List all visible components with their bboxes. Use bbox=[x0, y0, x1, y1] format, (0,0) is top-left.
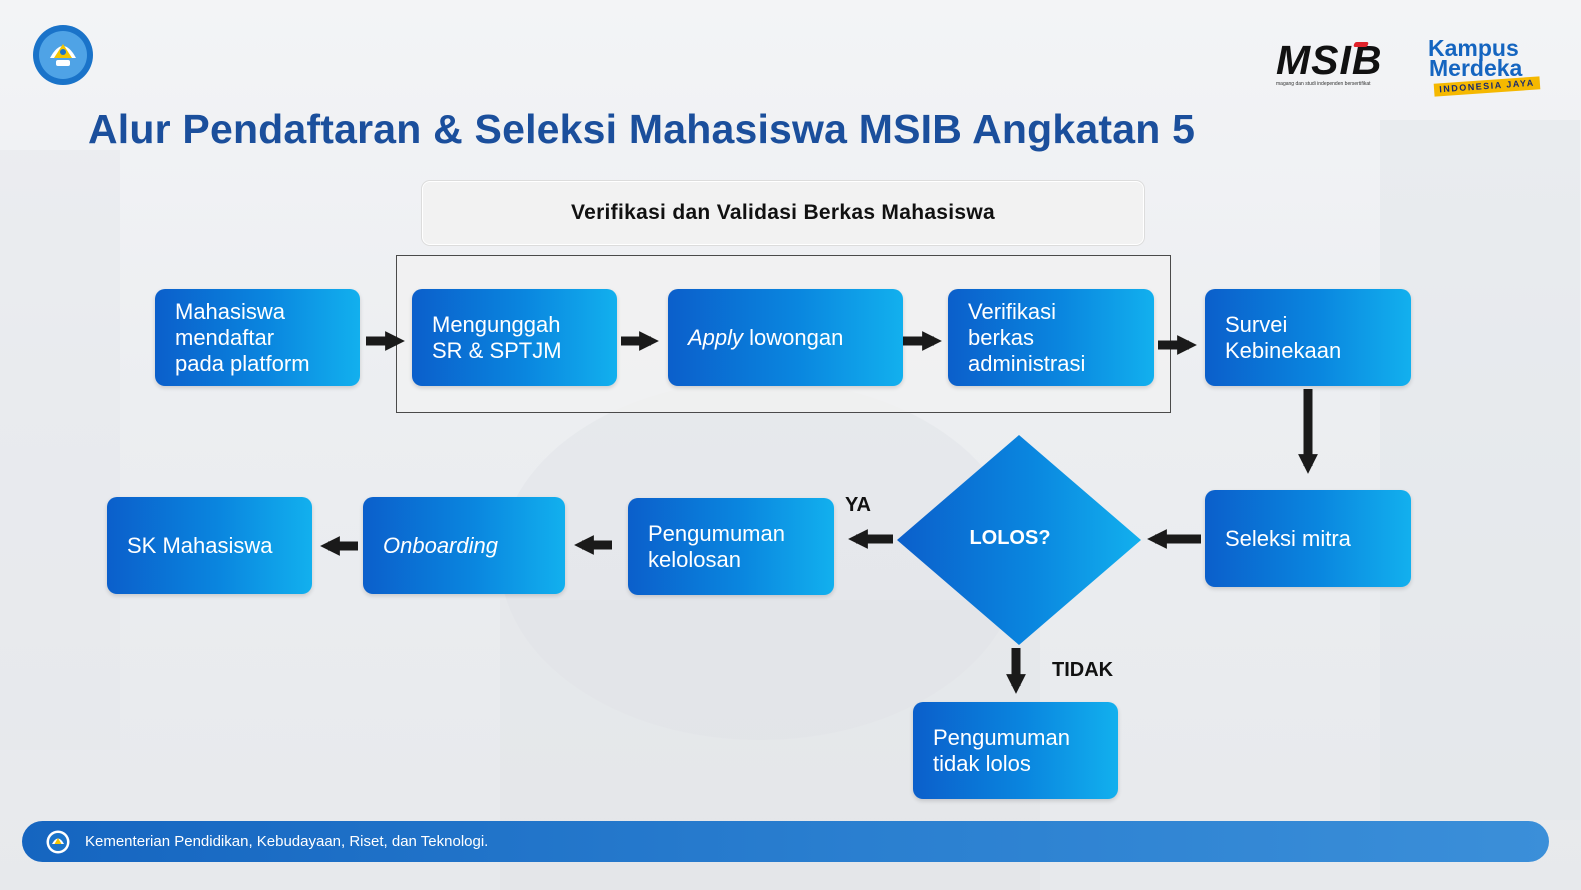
step-onboarding: Onboarding bbox=[363, 497, 565, 594]
branch-yes-label: YA bbox=[845, 494, 871, 516]
step-onboarding-label: Onboarding bbox=[383, 532, 498, 558]
footer-emblem-icon bbox=[46, 830, 70, 853]
step-partner-selection: Seleksi mitra bbox=[1205, 490, 1411, 587]
step-pass-announcement-label: Pengumuman kelolosan bbox=[648, 520, 785, 572]
step-sk-student: SK Mahasiswa bbox=[107, 497, 312, 594]
step-upload-label: Mengunggah SR & SPTJM bbox=[432, 311, 562, 363]
footer-text: Kementerian Pendidikan, Kebudayaan, Rise… bbox=[85, 833, 489, 850]
kampus-merdeka-line2: Merdeka bbox=[1429, 55, 1523, 81]
step-selection-label: Seleksi mitra bbox=[1225, 525, 1351, 551]
step-sk-label: SK Mahasiswa bbox=[127, 532, 273, 558]
step-survey-label: Survei Kebinekaan bbox=[1225, 311, 1342, 363]
branch-no-label: TIDAK bbox=[1052, 659, 1114, 681]
kampus-merdeka-logo: Kampus Merdeka INDONESIA JAYA bbox=[1428, 35, 1546, 100]
step-fail-announcement: Pengumuman tidak lolos bbox=[913, 702, 1118, 799]
step-upload-documents: Mengunggah SR & SPTJM bbox=[412, 289, 617, 386]
verification-group-label: Verifikasi dan Validasi Berkas Mahasiswa bbox=[422, 181, 1144, 245]
step-diversity-survey: Survei Kebinekaan bbox=[1205, 289, 1411, 386]
decision-diamond bbox=[897, 435, 1141, 645]
step-fail-announcement-label: Pengumuman tidak lolos bbox=[933, 724, 1070, 776]
step-pass-announcement: Pengumuman kelolosan bbox=[628, 498, 834, 595]
decision-label: LOLOS? bbox=[969, 527, 1051, 549]
msib-logo: MSIB magang dan studi independen bersert… bbox=[1276, 40, 1398, 88]
step-register: Mahasiswa mendaftar pada platform bbox=[155, 289, 360, 386]
step-verify-label: Verifikasi berkas administrasi bbox=[968, 298, 1086, 376]
page-title: Alur Pendaftaran & Seleksi Mahasiswa MSI… bbox=[88, 106, 1196, 152]
step-apply-label: lowongan bbox=[743, 324, 844, 350]
step-apply-italic-label: Apply bbox=[688, 324, 744, 350]
step-register-label: Mahasiswa mendaftar pada platform bbox=[175, 298, 310, 376]
kemendikbud-emblem-icon bbox=[33, 25, 93, 85]
step-apply-vacancy: Apply lowongan bbox=[668, 289, 903, 386]
step-verify-documents: Verifikasi berkas administrasi bbox=[948, 289, 1154, 386]
msib-tagline: magang dan studi independen bersertifika… bbox=[1276, 81, 1371, 87]
kampus-merdeka-line1: Kampus bbox=[1428, 35, 1519, 61]
footer-bar: Kementerian Pendidikan, Kebudayaan, Rise… bbox=[22, 821, 1549, 862]
